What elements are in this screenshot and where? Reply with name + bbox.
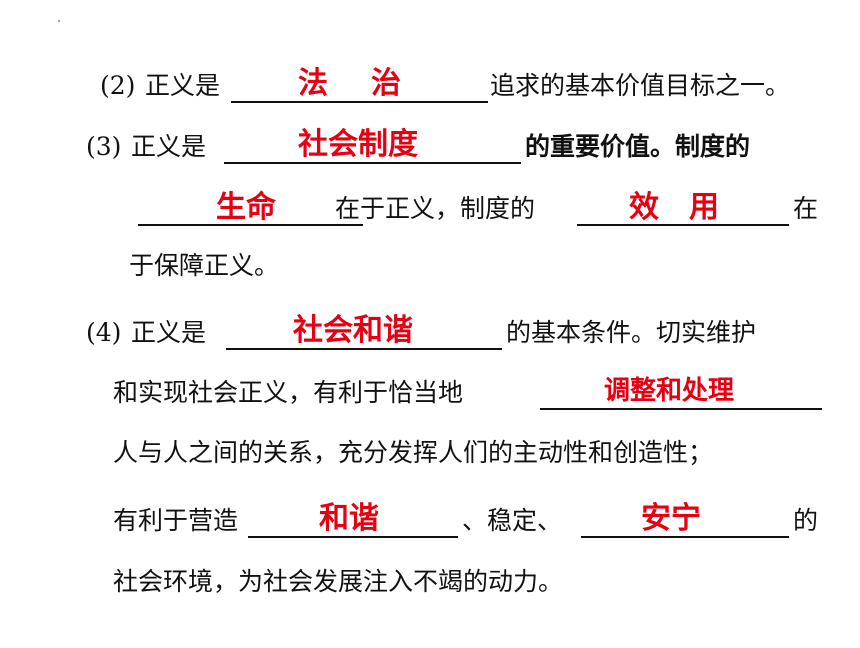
item-4-number: (4) [86,318,122,347]
item-4-line-2: 和实现社会正义，有利于恰当地 [113,378,464,407]
item-3-suffix: 的重要价值。制度的 [525,132,751,161]
item-4-line-4-prefix: 有利于营造 [113,506,239,535]
speck-dot [58,20,60,22]
item-3-blank-line-2 [138,196,363,226]
item-4-blank-line-3 [248,508,458,538]
item-3-middle-text: 在于正义，制度的 [335,194,536,223]
item-3-answer-2: 生命 [216,190,276,225]
item-3-line-3: 于保障正义。 [129,251,280,280]
item-4-blank-line-4 [581,508,789,538]
item-2-prefix: 正义是 [145,71,221,100]
item-2-blank-line [231,73,488,103]
item-3-blank-line-1 [224,134,521,164]
item-4-line-3: 人与人之间的关系，充分发挥人们的主动性和创造性； [113,438,714,467]
item-3-blank-line-3 [577,196,789,226]
item-4-blank-line-2 [540,380,822,410]
item-4-answer-3: 和谐 [319,501,379,536]
item-3-prefix: 正义是 [131,132,207,161]
item-4-line-4-suffix: 的 [793,506,819,535]
item-4-line-4-middle: 、稳定、 [462,506,563,535]
item-3-answer-1: 社会制度 [298,127,418,162]
item-2-answer-2: 治 [371,66,401,101]
item-2-answer-1: 法 [298,66,328,101]
item-4-answer-1: 社会和谐 [293,313,413,348]
item-2-suffix: 追求的基本价值目标之一。 [490,71,791,100]
item-4-blank-line-1 [226,320,502,350]
item-4-line-5: 社会环境，为社会发展注入不竭的动力。 [113,567,564,596]
item-4-prefix: 正义是 [131,318,207,347]
item-3-number: (3) [86,132,122,161]
item-3-suffix-2: 在 [793,194,819,223]
item-4-answer-4: 安宁 [641,501,701,536]
item-4-answer-2: 调整和处理 [604,376,735,406]
item-4-suffix: 的基本条件。切实维护 [506,318,757,347]
item-3-answer-3: 效 用 [629,190,719,225]
item-2-number: (2) [100,71,136,100]
